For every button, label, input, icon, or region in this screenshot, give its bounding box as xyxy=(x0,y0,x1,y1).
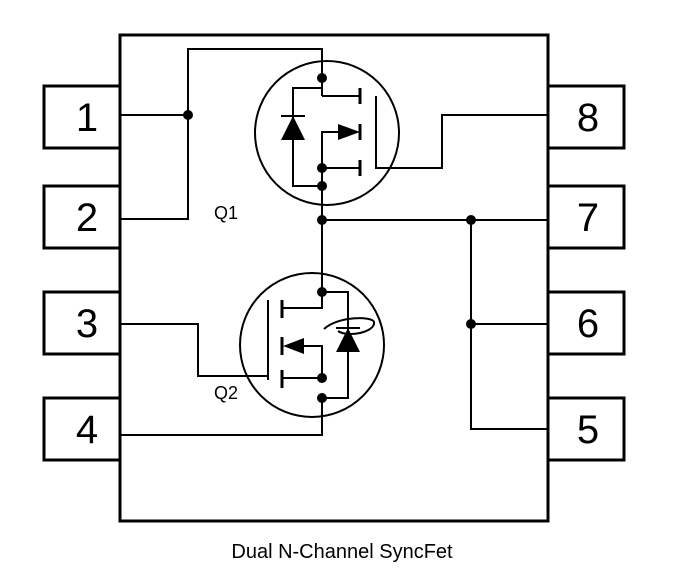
q1-arrow xyxy=(338,124,360,140)
pin-8-label: 8 xyxy=(577,96,599,140)
diagram-caption: Dual N-Channel SyncFet xyxy=(231,541,453,563)
pin-3: 3 xyxy=(42,290,122,356)
q1-diode-branch xyxy=(292,78,323,187)
wiring xyxy=(120,48,548,436)
pin-1-box xyxy=(42,84,122,150)
pin-5: 5 xyxy=(546,396,626,462)
junction-dots xyxy=(183,73,476,403)
mosfet-q1-symbol xyxy=(254,60,400,206)
mosfet-q1-circle xyxy=(254,60,400,206)
wire-pin2 xyxy=(120,48,323,220)
package-body xyxy=(118,33,550,523)
mosfet-q2-circle xyxy=(239,272,385,418)
pin-5-label: 5 xyxy=(577,408,599,452)
pin-4-box xyxy=(42,396,122,462)
pin-7-label: 7 xyxy=(577,196,599,240)
junction-dot xyxy=(183,110,193,120)
pin-1-label: 1 xyxy=(76,96,98,140)
wire-q2-source xyxy=(120,398,323,436)
junction-dot xyxy=(466,319,476,329)
q2-channel-top xyxy=(282,292,323,309)
pin-6-box xyxy=(546,290,626,356)
pin-7-box xyxy=(546,184,626,250)
pin-8: 8 xyxy=(546,84,626,150)
wire-q2-gate xyxy=(120,318,269,377)
wire-bus-567 xyxy=(470,220,548,430)
wire-q1-gate xyxy=(375,114,548,169)
q2-diode-triangle xyxy=(336,328,360,352)
q1-label: Q1 xyxy=(214,203,238,223)
pin-3-label: 3 xyxy=(76,302,98,346)
pin-6: 6 xyxy=(546,290,626,356)
pin-8-box xyxy=(546,84,626,150)
pin-7: 7 xyxy=(546,184,626,250)
pin-2-box xyxy=(42,184,122,250)
pin-1: 1 xyxy=(42,84,122,150)
q1-channel-mid xyxy=(321,131,345,168)
pin-2: 2 xyxy=(42,184,122,250)
q2-arrow xyxy=(283,338,304,354)
pin-2-label: 2 xyxy=(76,196,98,240)
q2-channel-mid xyxy=(296,345,323,378)
pin-4-label: 4 xyxy=(76,408,98,452)
junction-dot xyxy=(466,215,476,225)
pin-3-box xyxy=(42,290,122,356)
q2-label: Q2 xyxy=(214,383,238,403)
junction-dot xyxy=(317,215,327,225)
mosfet-q2-symbol xyxy=(239,272,385,418)
pin-4: 4 xyxy=(42,396,122,462)
q1-diode-triangle xyxy=(281,116,305,140)
pin-6-label: 6 xyxy=(577,302,599,346)
